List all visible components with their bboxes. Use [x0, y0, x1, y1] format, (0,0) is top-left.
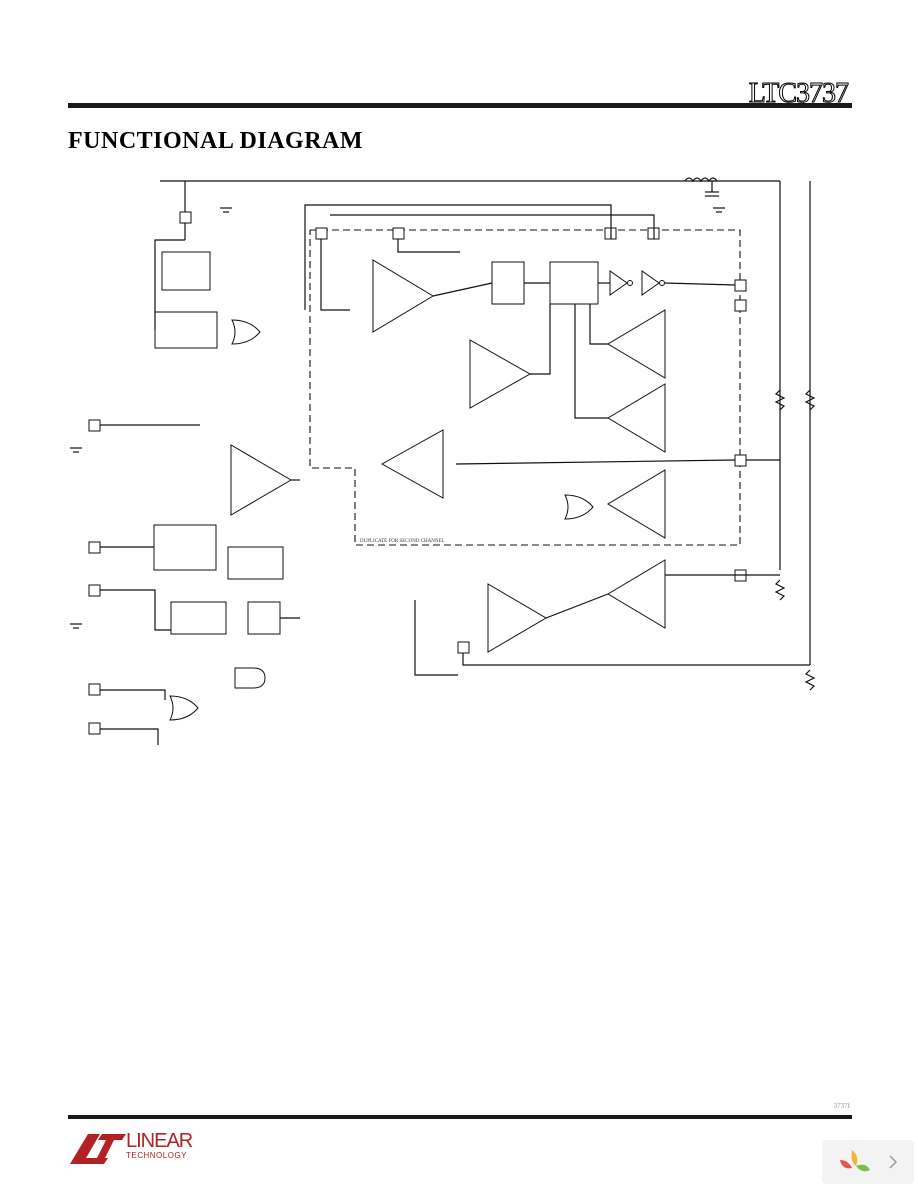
- page-code: 3737f: [833, 1102, 850, 1110]
- ground-symbols: [70, 207, 725, 629]
- logo-line1: LINEAR: [126, 1130, 193, 1152]
- svg-text:DUPLICATE FOR SECOND CHANNEL: DUPLICATE FOR SECOND CHANNEL: [360, 539, 445, 544]
- top-rule: [68, 103, 852, 108]
- viewer-logo-icon: [840, 1150, 870, 1172]
- chevron-right-icon: [889, 1155, 898, 1169]
- company-logo-text: LINEAR TECHNOLOGY: [126, 1130, 193, 1160]
- pin-vin: [179, 211, 192, 224]
- section-title: FUNCTIONAL DIAGRAM: [68, 128, 364, 154]
- viewer-nav-widget[interactable]: [822, 1140, 914, 1184]
- logo-line2: TECHNOLOGY: [126, 1151, 188, 1160]
- functional-diagram: DUPLICATE FOR SECOND CHANNEL: [70, 177, 816, 745]
- linear-logo-icon: [70, 1134, 126, 1164]
- bottom-rule: [68, 1115, 852, 1119]
